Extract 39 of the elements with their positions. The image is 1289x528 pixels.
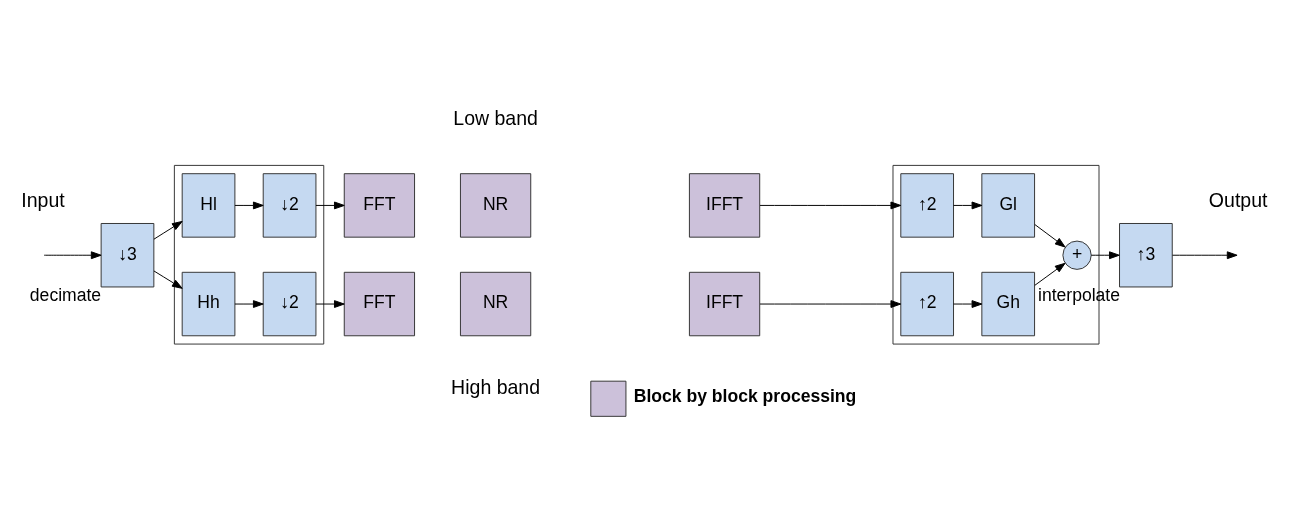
node-box: NR <box>459 172 532 238</box>
arrow <box>953 299 983 308</box>
node-box: ↑2 <box>900 271 954 336</box>
node-box: ↓2 <box>262 172 317 238</box>
node-circle: + <box>1062 240 1092 270</box>
node-box: FFT <box>343 271 416 336</box>
node-box: Gh <box>981 271 1036 336</box>
arrow <box>234 299 264 308</box>
arrow <box>153 220 183 240</box>
label: Input <box>21 188 65 211</box>
label: Output <box>1208 188 1268 211</box>
label: High band <box>451 375 541 398</box>
arrow <box>1034 223 1066 247</box>
arrow <box>153 269 183 289</box>
arrow <box>759 299 902 308</box>
node-box: ↑2 <box>900 172 954 238</box>
arrow <box>315 299 345 308</box>
node-box: FFT <box>343 172 416 238</box>
node-box: ↓2 <box>262 271 317 336</box>
node-box: ↑3 <box>1119 222 1173 287</box>
node-box: ↓3 <box>100 222 155 287</box>
node-box: Hh <box>181 271 236 336</box>
arrow <box>759 201 902 209</box>
node-box: Hl <box>181 172 236 238</box>
arrow <box>1034 262 1066 286</box>
node-box: IFFT <box>688 271 761 336</box>
legend-label: Block by block processing <box>633 385 857 406</box>
arrow <box>234 201 264 209</box>
arrow <box>315 201 345 209</box>
label: Low band <box>453 106 538 129</box>
node-box: IFFT <box>688 172 761 238</box>
arrow <box>1172 250 1238 259</box>
arrow <box>953 201 983 209</box>
node-box: NR <box>459 271 532 336</box>
arrow <box>43 250 102 259</box>
node-box: Gl <box>981 172 1036 238</box>
node-label: interpolate <box>1037 284 1121 305</box>
node-label: decimate <box>29 284 102 305</box>
arrow <box>1090 250 1120 259</box>
